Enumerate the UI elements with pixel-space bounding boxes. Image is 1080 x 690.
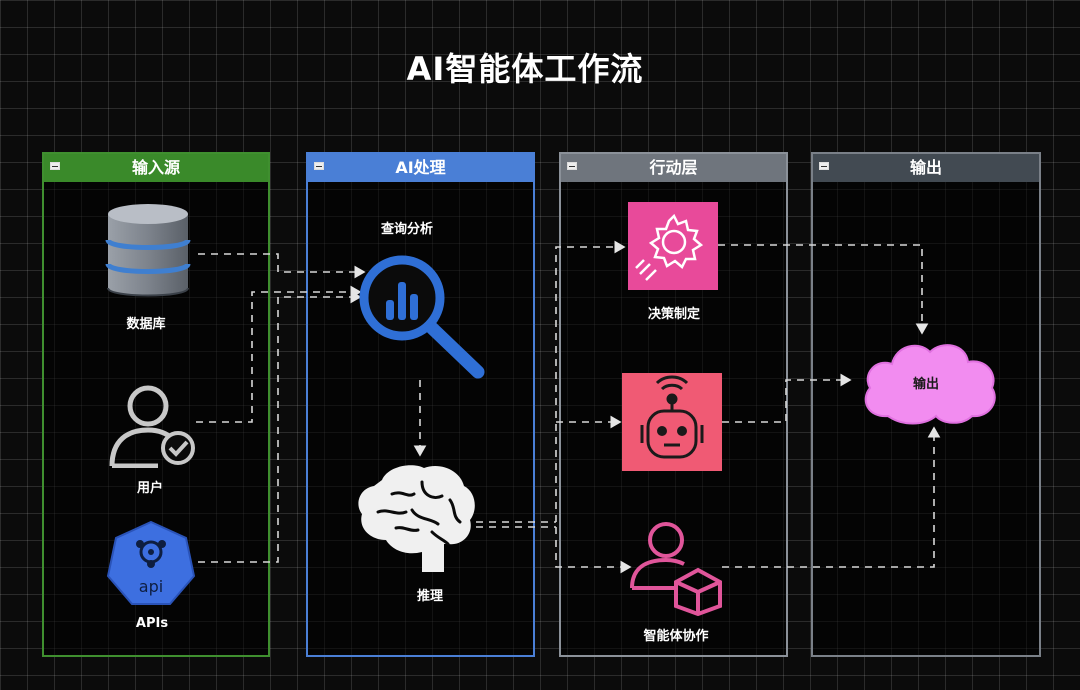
edge-reasoning-decision bbox=[555, 240, 626, 522]
magnifier-chart-icon[interactable] bbox=[356, 252, 486, 382]
edge-robot-output bbox=[722, 373, 852, 423]
edge-database-query bbox=[198, 253, 366, 279]
lane-title-input: 输入源 bbox=[131, 158, 180, 177]
user-label: 用户 bbox=[136, 481, 163, 496]
user-box-icon[interactable] bbox=[628, 518, 724, 616]
collapse-icon[interactable] bbox=[819, 162, 829, 170]
database-label: 数据库 bbox=[126, 317, 166, 332]
lane-header-input[interactable]: 输入源 bbox=[44, 154, 268, 182]
edge-user-query bbox=[196, 285, 362, 423]
edge-collab-output bbox=[722, 426, 941, 568]
edge-reasoning-collab bbox=[555, 527, 632, 574]
cloud-icon[interactable]: 输出 bbox=[858, 336, 1000, 426]
edge-decision-output bbox=[718, 244, 929, 335]
edge-apis-query bbox=[198, 290, 362, 563]
collapse-icon[interactable] bbox=[314, 162, 324, 170]
collaboration-label: 智能体协作 bbox=[643, 629, 709, 644]
lane-header-ai[interactable]: AI处理 bbox=[308, 154, 533, 182]
collapse-icon[interactable] bbox=[567, 162, 577, 170]
api-kubernetes-icon[interactable]: api bbox=[106, 520, 196, 606]
api-badge-text: api bbox=[139, 577, 163, 596]
lane-ai-processing: AI处理 bbox=[306, 152, 535, 657]
output-cloud-text: 输出 bbox=[913, 376, 939, 392]
robot-icon[interactable] bbox=[622, 373, 722, 471]
lane-header-action[interactable]: 行动层 bbox=[561, 154, 786, 182]
gear-icon[interactable] bbox=[628, 202, 718, 290]
lane-header-output[interactable]: 输出 bbox=[813, 154, 1039, 182]
query-label: 查询分析 bbox=[380, 222, 433, 237]
brain-icon[interactable] bbox=[352, 460, 480, 578]
page-title: AI智能体工作流 bbox=[406, 50, 644, 88]
reasoning-label: 推理 bbox=[416, 589, 443, 604]
user-check-icon[interactable] bbox=[108, 382, 200, 468]
lane-title-ai: AI处理 bbox=[395, 158, 446, 177]
collapse-icon[interactable] bbox=[50, 162, 60, 170]
decision-label: 决策制定 bbox=[647, 307, 700, 322]
apis-label: APIs bbox=[135, 616, 169, 631]
lane-title-action: 行动层 bbox=[649, 158, 698, 177]
lane-title-output: 输出 bbox=[909, 158, 942, 177]
database-icon[interactable] bbox=[104, 202, 192, 302]
